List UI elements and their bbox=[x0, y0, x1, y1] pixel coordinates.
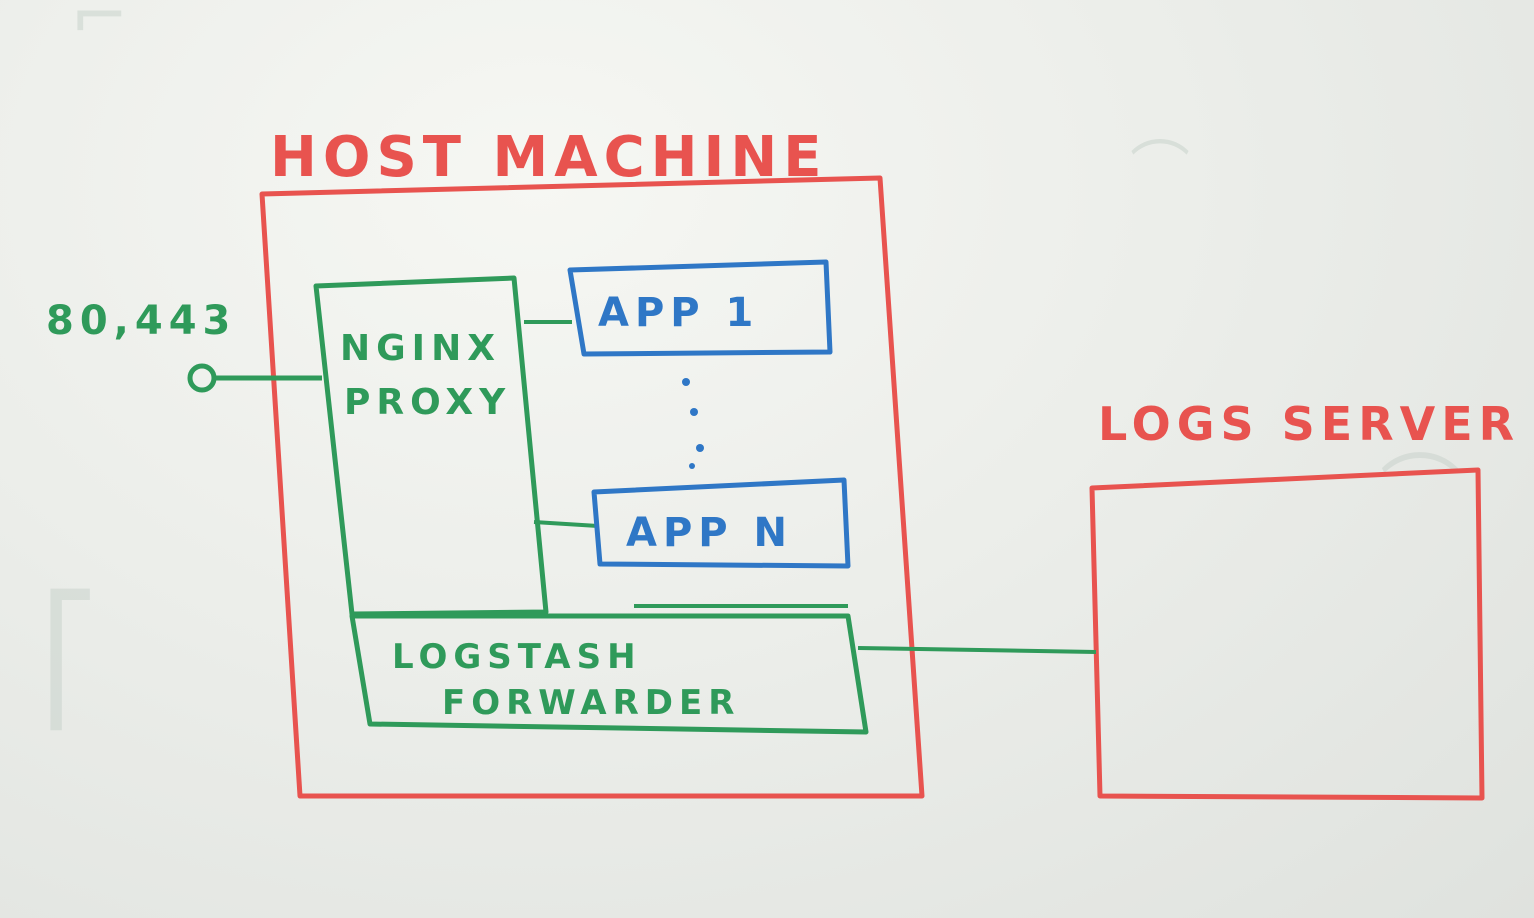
nginx-label-line2: PROXY bbox=[344, 382, 511, 423]
nginx-label-line1: NGINX bbox=[340, 328, 501, 369]
logstash-forwarder-box bbox=[349, 613, 869, 735]
svg-text:⌒: ⌒ bbox=[1130, 135, 1190, 205]
svg-text:⌒: ⌒ bbox=[1380, 446, 1460, 539]
port-label: 80,443 bbox=[46, 298, 236, 344]
app1-label: APP 1 bbox=[598, 290, 759, 336]
app1-group: APP 1 bbox=[567, 259, 833, 357]
logs-server-group: LOGS SERVER bbox=[1089, 397, 1520, 801]
nginx-proxy-group: NGINX PROXY bbox=[313, 275, 599, 617]
nginx-proxy-box bbox=[313, 275, 549, 617]
logstash-label-line2: FORWARDER bbox=[442, 683, 740, 723]
host-machine-box bbox=[259, 175, 925, 799]
nginx-to-appn-connector bbox=[533, 520, 599, 528]
app1-box bbox=[567, 259, 833, 357]
svg-text:⌐: ⌐ bbox=[70, 0, 129, 57]
host-machine-group: HOST MACHINE bbox=[259, 125, 925, 799]
logstash-to-logs-server-connector bbox=[857, 646, 1097, 654]
svg-text:⎡: ⎡ bbox=[40, 588, 100, 731]
logs-server-box bbox=[1089, 467, 1485, 801]
port-circle bbox=[187, 363, 217, 393]
port-group: 80,443 bbox=[46, 298, 322, 393]
app-ellipsis-dots bbox=[682, 378, 704, 469]
host-machine-label: HOST MACHINE bbox=[270, 125, 828, 190]
logs-server-label: LOGS SERVER bbox=[1098, 397, 1520, 451]
logstash-forwarder-group: LOGSTASH FORWARDER bbox=[349, 604, 1097, 735]
appn-group: APP N bbox=[591, 477, 851, 569]
erased-ghost-writing: ⌐ ⌒ ⎡ ⌒ bbox=[40, 0, 1460, 731]
appn-box bbox=[591, 477, 851, 569]
logstash-label-line1: LOGSTASH bbox=[392, 637, 642, 677]
appn-label: APP N bbox=[626, 510, 793, 556]
